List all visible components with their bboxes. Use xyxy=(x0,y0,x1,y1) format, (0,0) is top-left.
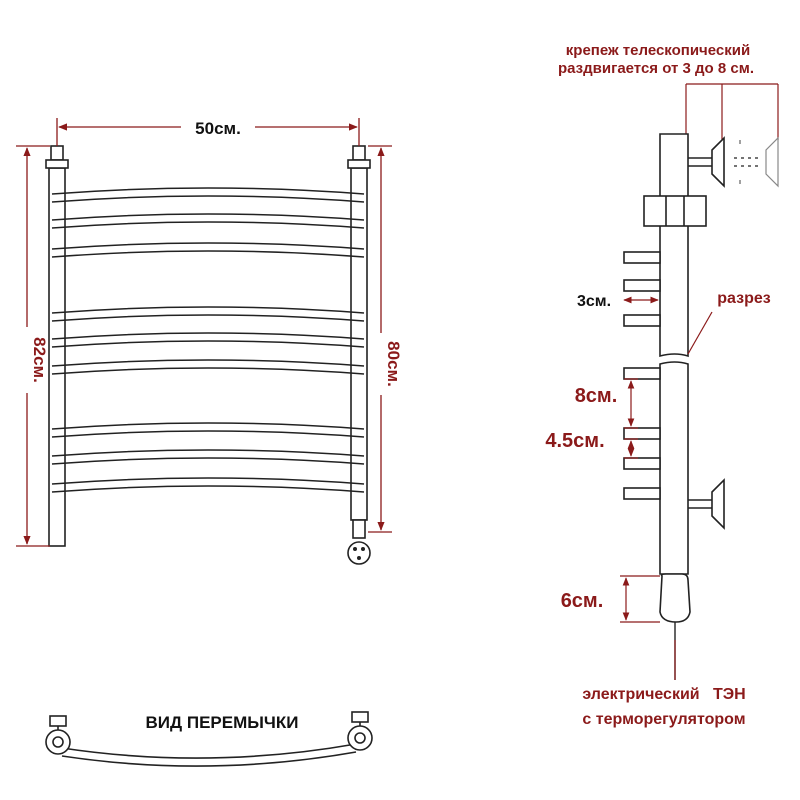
jumper-view-label: ВИД ПЕРЕМЫЧКИ xyxy=(146,713,299,732)
spacing-small-label: 4.5см. xyxy=(545,430,604,452)
mount-block xyxy=(643,195,707,227)
heater-length-label: 6см. xyxy=(561,590,604,612)
height-axis-label: 80см. xyxy=(384,341,403,387)
wall-mount-icon xyxy=(688,136,779,188)
heater-label-line2: с терморегулятором xyxy=(582,711,745,728)
right-pipe xyxy=(350,167,368,521)
heating-element-icon xyxy=(659,573,691,623)
right-top-cap xyxy=(352,145,366,161)
gap-label: 3см. xyxy=(577,293,611,310)
left-top-cap xyxy=(50,145,64,161)
spacing-large-label: 8см. xyxy=(575,385,618,407)
cut-label: разрез xyxy=(717,290,770,307)
front-dimensions xyxy=(16,118,392,547)
heater-socket xyxy=(347,541,371,565)
mount-label-line2: раздвигается от 3 до 8 см. xyxy=(558,60,754,77)
side-rungs-upper xyxy=(623,251,661,500)
side-dimensions xyxy=(620,296,713,680)
mount-label-line1: крепеж телескопический xyxy=(566,42,750,59)
left-top-flange xyxy=(45,159,69,169)
side-view xyxy=(623,133,779,680)
left-pipe xyxy=(48,167,66,547)
height-total-label: 82см. xyxy=(30,337,49,383)
heater-neck xyxy=(352,519,366,539)
right-top-flange xyxy=(347,159,371,169)
heater-label-line1: электрический ТЭН xyxy=(582,686,745,703)
jumper-view xyxy=(45,711,373,767)
width-label: 50см. xyxy=(195,119,241,138)
front-view xyxy=(45,145,371,565)
wall-mount-icon xyxy=(688,478,725,530)
side-pipe-lower xyxy=(659,361,689,575)
side-pipe-upper xyxy=(659,133,689,358)
mount-leader xyxy=(685,83,779,140)
rungs xyxy=(51,187,365,493)
